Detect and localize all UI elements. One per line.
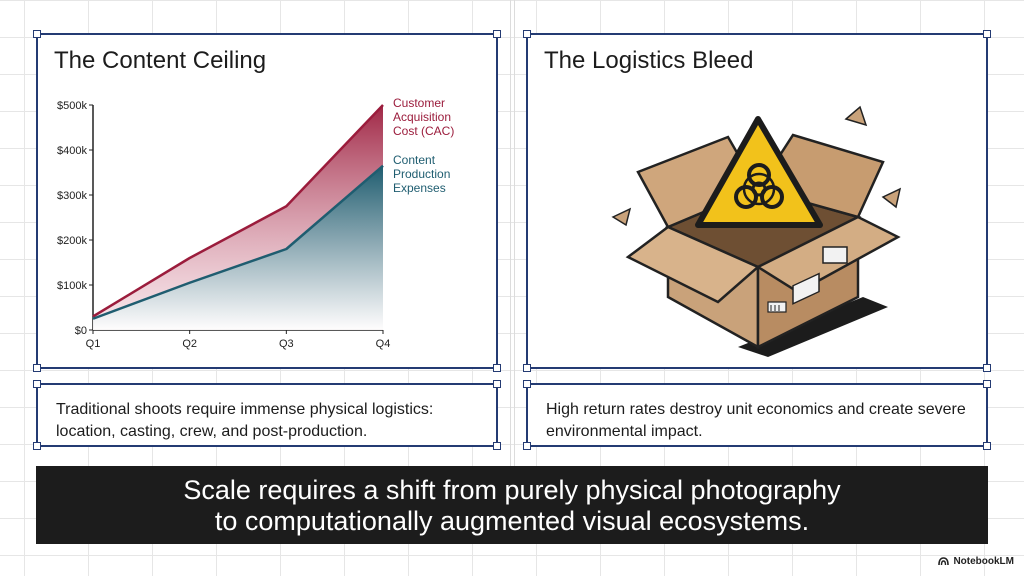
content-ceiling-panel[interactable]: The Content Ceiling $0 $100k $200k $300k $40… — [33, 30, 501, 372]
logistics-bleed-panel[interactable]: The Logistics Bleed — [523, 30, 991, 372]
caption-text: High return rates destroy unit economics… — [546, 401, 966, 440]
resize-handle[interactable] — [983, 364, 991, 372]
x-tick-label: Q2 — [182, 338, 197, 350]
content-ceiling-caption-box[interactable]: Traditional shoots require immense physi… — [33, 380, 501, 450]
resize-handle[interactable] — [33, 442, 41, 450]
notebooklm-logo-icon — [938, 557, 950, 566]
x-tick-label: Q3 — [279, 338, 294, 350]
subtitle-line-1: Scale requires a shift from purely physi… — [183, 475, 841, 505]
cac-line — [92, 104, 384, 318]
resize-handle[interactable] — [33, 30, 41, 38]
resize-handle[interactable] — [33, 364, 41, 372]
notebooklm-watermark: NotebookLM — [938, 556, 1014, 567]
resize-handle[interactable] — [33, 380, 41, 388]
x-tick-label: Q4 — [376, 338, 391, 350]
y-tick-label: $300k — [57, 190, 87, 202]
watermark-text: NotebookLM — [953, 556, 1014, 567]
resize-handle[interactable] — [493, 442, 501, 450]
resize-handle[interactable] — [523, 380, 531, 388]
x-tick-label: Q1 — [86, 338, 101, 350]
resize-handle[interactable] — [493, 30, 501, 38]
y-tick-label: $100k — [57, 280, 87, 292]
resize-handle[interactable] — [493, 364, 501, 372]
logistics-bleed-caption-box[interactable]: High return rates destroy unit economics… — [523, 380, 991, 450]
resize-handle[interactable] — [983, 30, 991, 38]
panel-title: The Logistics Bleed — [544, 47, 754, 74]
panel-title: The Content Ceiling — [54, 47, 267, 74]
y-tick-label: $0 — [75, 325, 87, 337]
resize-handle[interactable] — [523, 30, 531, 38]
open-cardboard-box-icon — [611, 105, 902, 357]
y-tick-label: $400k — [57, 145, 87, 157]
resize-handle[interactable] — [983, 442, 991, 450]
resize-handle[interactable] — [493, 380, 501, 388]
subtitle-line-2: to computationally augmented visual ecos… — [214, 506, 810, 536]
y-tick-label: $200k — [57, 235, 87, 247]
center-divider — [510, 0, 515, 470]
y-tick-label: $500k — [57, 100, 87, 112]
biohazard-warning-icon — [695, 116, 823, 228]
subtitle-bar: Scale requires a shift from purely physi… — [36, 466, 988, 544]
resize-handle[interactable] — [523, 442, 531, 450]
resize-handle[interactable] — [523, 364, 531, 372]
caption-text: Traditional shoots require immense physi… — [56, 401, 434, 440]
content-production-line — [92, 164, 384, 320]
resize-handle[interactable] — [983, 380, 991, 388]
content-production-area — [93, 165, 383, 330]
